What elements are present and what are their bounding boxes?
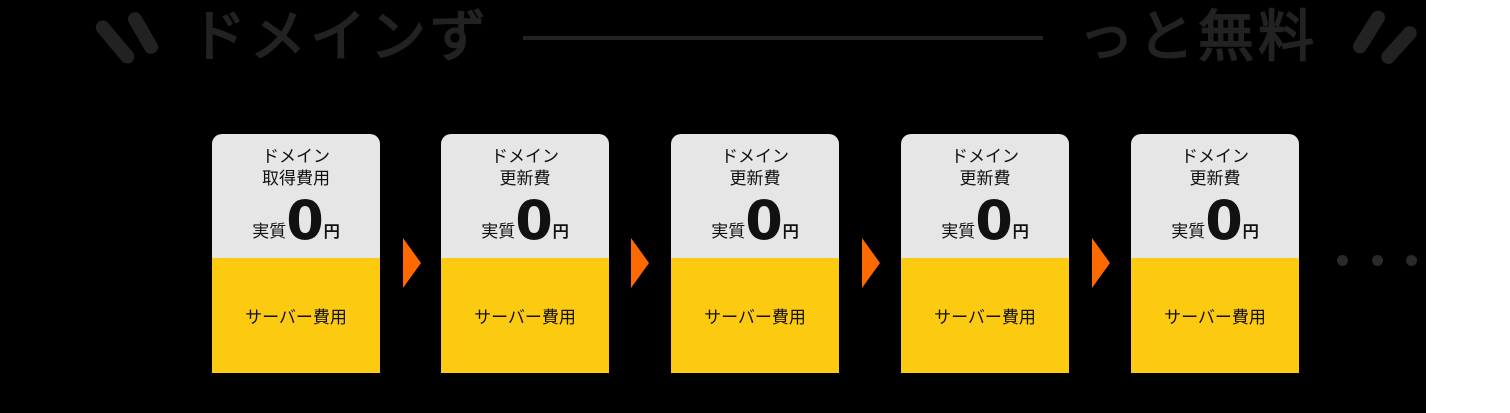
card-line1: ドメイン: [1181, 147, 1249, 167]
price-unit: 円: [552, 222, 569, 241]
card-line1: ドメイン: [951, 147, 1019, 167]
headline: ドメインず っと無料: [0, 0, 1426, 80]
arrow-right-icon: [403, 238, 421, 288]
domain-cost-section: ドメイン 更新費 実質 0 円: [901, 134, 1069, 258]
domain-cost-section: ドメイン 更新費 実質 0 円: [441, 134, 609, 258]
ellipsis-dot-icon: [1337, 255, 1348, 266]
headline-right: っと無料: [1078, 5, 1318, 70]
price-prefix: 実質: [481, 222, 516, 242]
card-line1: ドメイン: [721, 147, 789, 167]
price-prefix: 実質: [1171, 222, 1206, 242]
headline-dash-line: [523, 36, 1043, 40]
cost-card: ドメイン 更新費 実質 0 円 サーバー費用: [671, 134, 839, 373]
domain-cost-section: ドメイン 取得費用 実質 0 円: [212, 134, 380, 258]
card-line1: ドメイン: [262, 147, 330, 167]
server-cost-section: サーバー費用: [441, 258, 609, 373]
arrow-right-icon: [631, 238, 649, 288]
price-unit: 円: [323, 222, 340, 241]
price-value: 0: [515, 189, 553, 252]
domain-cost-section: ドメイン 更新費 実質 0 円: [1131, 134, 1299, 258]
price: 実質 0 円: [441, 188, 609, 248]
accent-slash-icon: [1350, 7, 1388, 57]
card-line1: ドメイン: [491, 147, 559, 167]
card-line2: 更新費: [959, 169, 1011, 189]
cost-card: ドメイン 更新費 実質 0 円 サーバー費用: [901, 134, 1069, 373]
arrow-right-icon: [862, 238, 880, 288]
card-line2: 取得費用: [262, 169, 330, 189]
arrow-right-icon: [1092, 238, 1110, 288]
card-line2: 更新費: [1189, 169, 1241, 189]
price-prefix: 実質: [941, 222, 976, 242]
price-value: 0: [975, 189, 1013, 252]
price-unit: 円: [1242, 222, 1259, 241]
domain-cost-section: ドメイン 更新費 実質 0 円: [671, 134, 839, 258]
server-cost-section: サーバー費用: [671, 258, 839, 373]
headline-left: ドメインず: [190, 5, 490, 70]
server-cost-section: サーバー費用: [901, 258, 1069, 373]
cost-card: ドメイン 更新費 実質 0 円 サーバー費用: [441, 134, 609, 373]
ellipsis-dot-icon: [1406, 255, 1417, 266]
price-unit: 円: [782, 222, 799, 241]
price-value: 0: [745, 189, 783, 252]
card-line2: 更新費: [499, 169, 551, 189]
ellipsis-dot-icon: [1372, 255, 1383, 266]
cost-card: ドメイン 取得費用 実質 0 円 サーバー費用: [212, 134, 380, 373]
server-cost-section: サーバー費用: [212, 258, 380, 373]
price-value: 0: [286, 189, 324, 252]
price-prefix: 実質: [711, 222, 746, 242]
cost-card: ドメイン 更新費 実質 0 円 サーバー費用: [1131, 134, 1299, 373]
card-line2: 更新費: [729, 169, 781, 189]
price: 実質 0 円: [671, 188, 839, 248]
price: 実質 0 円: [1131, 188, 1299, 248]
price-unit: 円: [1012, 222, 1029, 241]
price: 実質 0 円: [212, 188, 380, 248]
accent-slash-icon: [1378, 23, 1420, 67]
price-value: 0: [1205, 189, 1243, 252]
price-prefix: 実質: [252, 222, 287, 242]
banner: ドメインず っと無料 ドメイン 取得費用 実質 0 円 サーバー費用 ドメイン …: [0, 0, 1426, 413]
price: 実質 0 円: [901, 188, 1069, 248]
server-cost-section: サーバー費用: [1131, 258, 1299, 373]
